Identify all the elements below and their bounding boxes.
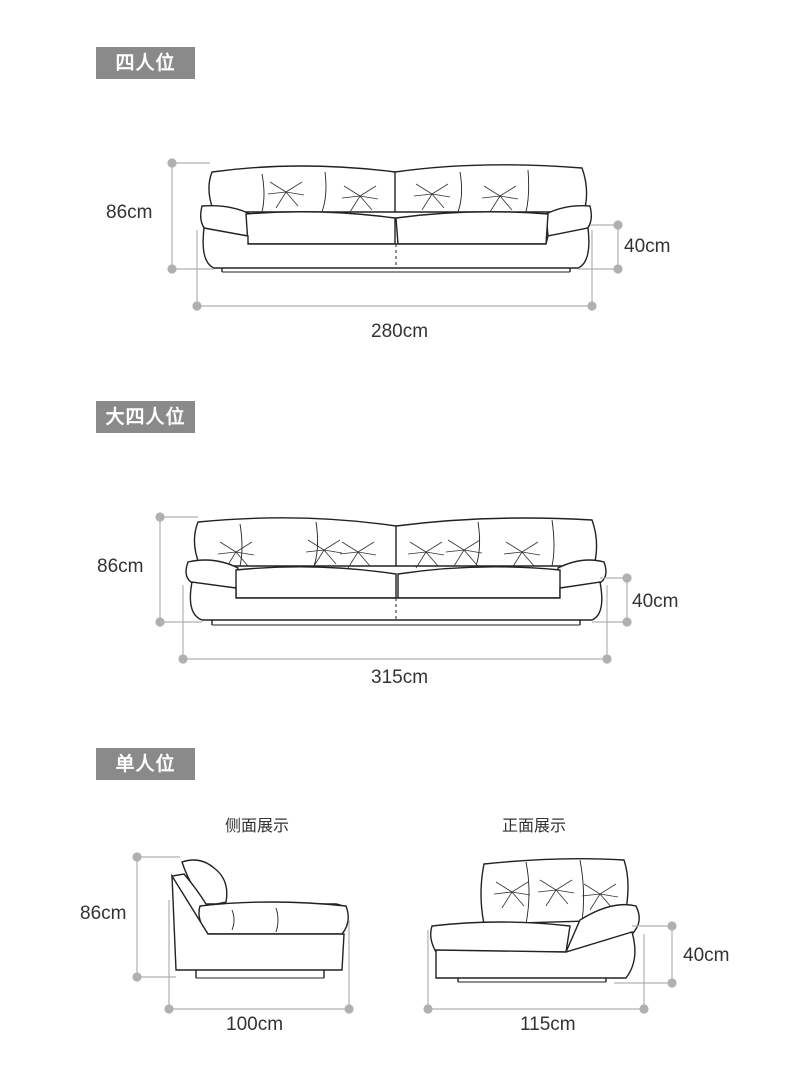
dimension-lines-single-front bbox=[423, 921, 677, 1014]
side-view-caption: 侧面展示 bbox=[225, 816, 290, 835]
front-view-caption: 正面展示 bbox=[502, 816, 567, 835]
height-label-four-seat: 86cm bbox=[106, 202, 153, 223]
section-tag-four-seat: 四人位 bbox=[96, 47, 195, 79]
seat-height-label-single-front: 40cm bbox=[683, 945, 730, 966]
seat-height-label-four-seat: 40cm bbox=[624, 236, 671, 257]
width-label-single-side: 100cm bbox=[226, 1014, 284, 1035]
width-label-four-seat: 280cm bbox=[371, 321, 429, 342]
sofa-four-seat-drawing bbox=[199, 164, 593, 273]
dimension-lines-large-four-seat bbox=[155, 512, 632, 664]
sofa-single-side-view-drawing bbox=[171, 859, 349, 979]
width-label-single-front: 115cm bbox=[520, 1014, 576, 1035]
sofa-single-front-view-drawing bbox=[429, 857, 640, 983]
section-tag-single-seat: 单人位 bbox=[96, 748, 195, 780]
section-tag-large-four-seat: 大四人位 bbox=[96, 401, 195, 433]
height-label-single-side: 86cm bbox=[80, 903, 127, 924]
width-label-large-four-seat: 315cm bbox=[371, 667, 429, 688]
height-label-large-four-seat: 86cm bbox=[97, 556, 144, 577]
dimension-lines-four-seat bbox=[167, 158, 623, 311]
seat-height-label-large-four-seat: 40cm bbox=[632, 591, 679, 612]
dimension-lines-single-side bbox=[132, 852, 354, 1014]
sofa-large-four-seat-drawing bbox=[185, 517, 607, 626]
